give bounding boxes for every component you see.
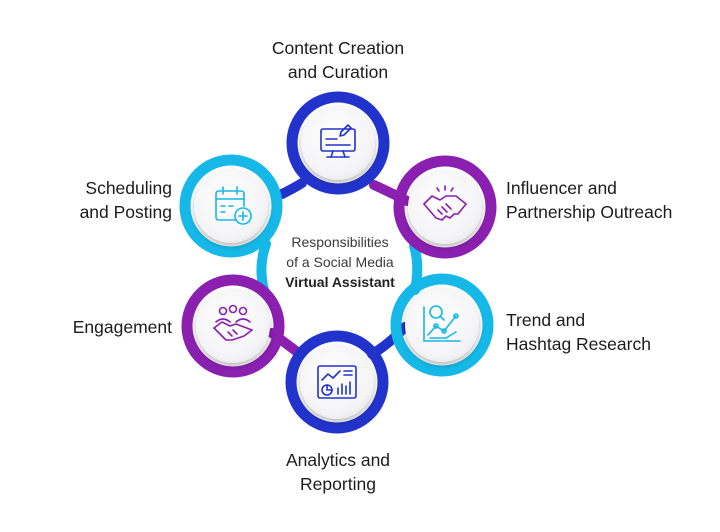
connector-scheduling-content [277,178,307,199]
calendar-add-icon [215,186,252,225]
label-content-creation: Content Creation and Curation [238,36,438,84]
center-title-line-3: Virtual Assistant [285,274,395,290]
node-influencer [393,155,497,259]
node-disc [405,288,479,362]
label-line-1: Analytics and [285,450,391,470]
computer-pen-icon [320,124,356,158]
label-line-2: and Posting [79,202,172,222]
node-ring [286,91,390,195]
label-line-2: and Curation [287,62,389,82]
node-disc [408,170,482,244]
center-title-line-2: of a Social Media [286,254,394,270]
label-analytics: Analytics and Reporting [238,448,438,496]
connector-content-influencer [369,180,412,206]
label-line-1: Scheduling [85,178,172,198]
node-disc [196,289,270,363]
label-line-2: Hashtag Research [506,334,651,354]
node-ring [181,274,285,378]
label-line-1: Content Creation [271,38,405,58]
label-line-1: Influencer and [506,178,617,198]
analytics-dashboard-icon [317,365,357,399]
team-handshake-icon [213,304,253,341]
label-line-2: Partnership Outreach [506,202,673,222]
node-ring [393,155,497,259]
center-title: Responsibilities of a Social Media Virtu… [258,232,422,292]
node-ring [179,154,283,258]
node-analytics [285,330,389,434]
label-line-2: Reporting [300,474,376,494]
label-scheduling: Scheduling and Posting [20,176,172,224]
node-engagement [181,274,285,378]
handshake-icon [423,185,467,221]
node-disc [300,345,374,419]
node-disc [301,106,375,180]
label-line-1: Trend and [506,310,586,330]
label-engagement: Engagement [20,315,172,339]
trend-search-icon [423,305,461,342]
node-content-creation [286,91,390,195]
node-trend [390,273,494,377]
label-trend: Trend and Hashtag Research [506,308,706,356]
node-ring [390,273,494,377]
label-influencer: Influencer and Partnership Outreach [506,176,711,224]
label-line-1: Engagement [72,317,172,337]
node-scheduling [179,154,283,258]
node-ring [285,330,389,434]
center-title-line-1: Responsibilities [291,234,389,250]
